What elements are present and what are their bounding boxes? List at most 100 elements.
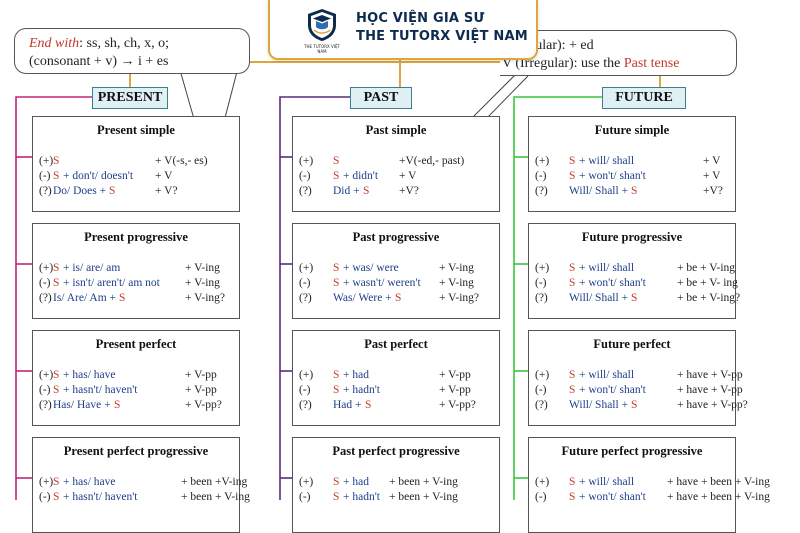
formula-auxiliary: + has/ have (63, 476, 116, 488)
formula-verb: + V (703, 170, 721, 182)
formula-auxiliary: Will/ Shall + (569, 399, 629, 411)
formula-sign: (?) (299, 292, 312, 304)
formula-row: (-)S+ isn't/ aren't/ am not+ V-ing (39, 276, 235, 291)
formula-subject: S (119, 292, 126, 304)
formula-verb: + V-ing? (439, 292, 480, 304)
present-tense-card: Present progressive(+)S+ is/ are/ am+ V-… (32, 223, 240, 319)
formula-verb: + V-pp? (439, 399, 476, 411)
formula-row: (-)S+ hasn't/ haven't+ been + V-ing (39, 490, 250, 505)
formula-auxiliary: Had + (333, 399, 362, 411)
formula-verb: + been + V-ing (389, 491, 458, 503)
formula-row: (+)S+ will/ shall+ V (535, 154, 731, 169)
formula-auxiliary: + was/ were (343, 262, 399, 274)
shield-graduation-icon (308, 9, 336, 41)
formula-verb: + have + V-pp? (677, 399, 748, 411)
formula-subject: S (53, 277, 60, 289)
formula-subject: S (569, 262, 576, 274)
formula-subject: S (631, 292, 638, 304)
formula-row: (?)Has/ Have +S+ V-pp? (39, 398, 235, 413)
formula-verb: + V (703, 155, 721, 167)
formula-subject: S (114, 399, 121, 411)
formula-sign: (+) (299, 369, 314, 381)
formula-sign: (-) (299, 277, 311, 289)
formula-sign: (-) (39, 277, 51, 289)
formula-sign: (-) (39, 384, 51, 396)
formula-row: (+)S+ will/ shall+ have + V-pp (535, 368, 743, 383)
tense-title: Future progressive (581, 230, 683, 244)
formula-row: (-)S+ won't/ shan't+ V (535, 169, 731, 184)
formula-verb: + V-pp (439, 384, 471, 396)
formula-auxiliary: + don't/ doesn't (63, 170, 134, 182)
formula-auxiliary: + won't/ shan't (579, 384, 646, 396)
tense-title: Past perfect progressive (332, 444, 460, 458)
present-tense-card: Present simple(+)S+ V(-s,- es)(-)S+ don'… (32, 116, 240, 212)
formula-row: (?)Was/ Were +S+ V-ing? (299, 291, 495, 306)
spelling-note-bubble: End with: ss, sh, ch, x, o; (consonant +… (14, 28, 250, 74)
formula-sign: (+) (535, 155, 550, 167)
formula-sign: (?) (535, 399, 548, 411)
formula-row: (?)Will/ Shall +S+ have + V-pp? (535, 398, 748, 413)
formula-row: (+)S+ V(-s,- es) (39, 154, 235, 169)
formula-verb: + V-pp (185, 384, 217, 396)
formula-sign: (-) (299, 170, 311, 182)
formula-verb: + have + been + V-ing (667, 476, 770, 488)
formula-sign: (?) (535, 292, 548, 304)
formula-subject: S (569, 369, 576, 381)
note-endings: : ss, sh, ch, x, o; (79, 36, 170, 51)
formula-auxiliary: + won't/ shan't (579, 277, 646, 289)
formula-sign: (?) (299, 399, 312, 411)
formula-verb: + V? (155, 185, 178, 197)
formula-row: (+)S+ was/ were+ V-ing (299, 261, 495, 276)
formula-row: (?)Will/ Shall +S+ be + V-ing? (535, 291, 740, 306)
formula-verb: + been + V-ing (389, 476, 458, 488)
formula-subject: S (569, 155, 576, 167)
formula-sign: (?) (535, 185, 548, 197)
formula-sign: (-) (39, 170, 51, 182)
formula-auxiliary: Will/ Shall + (569, 292, 629, 304)
formula-verb: + V(-s,- es) (155, 155, 208, 167)
formula-verb: + V-ing (185, 262, 220, 274)
formula-auxiliary: + didn't (343, 170, 379, 182)
formula-verb: + been + V-ing (181, 491, 250, 503)
formula-sign: (-) (535, 384, 547, 396)
formula-row: (+)S+ had+ V-pp (299, 368, 495, 383)
formula-subject: S (363, 185, 370, 197)
formula-subject: S (333, 476, 340, 488)
formula-auxiliary: + hadn't (343, 384, 380, 396)
formula-sign: (+) (39, 155, 54, 167)
future-tense-card: Future progressive(+)S+ will/ shall+ be … (528, 223, 740, 319)
formula-row: (+)S+ will/ shall+ have + been + V-ing (535, 475, 770, 490)
formula-subject: S (333, 262, 340, 274)
formula-auxiliary: + hasn't/ haven't (63, 384, 138, 396)
formula-sign: (?) (39, 185, 52, 197)
formula-subject: S (569, 476, 576, 488)
formula-auxiliary: + hasn't/ haven't (63, 491, 138, 503)
present-tense-card: Present perfect progressive(+)S+ has/ ha… (32, 437, 250, 533)
formula-row: (-)S+ don't/ doesn't+ V (39, 169, 235, 184)
formula-auxiliary: Has/ Have + (53, 399, 111, 411)
formula-subject: S (53, 476, 60, 488)
formula-auxiliary: + is/ are/ am (63, 262, 121, 274)
tense-title: Future perfect (593, 337, 671, 351)
header-past: PAST (350, 87, 412, 109)
formula-sign: (-) (535, 277, 547, 289)
formula-sign: (?) (39, 399, 52, 411)
formula-row: (-)S+ hadn't+ been + V-ing (299, 490, 495, 505)
formula-row: (+)S+ has/ have+ V-pp (39, 368, 235, 383)
formula-auxiliary: Is/ Are/ Am + (53, 292, 117, 304)
formula-row: (-)S+ won't/ shan't+ have + V-pp (535, 383, 743, 398)
formula-subject: S (333, 369, 340, 381)
formula-auxiliary: + isn't/ aren't/ am not (63, 277, 160, 289)
formula-auxiliary: Was/ Were + (333, 292, 392, 304)
tense-title: Present perfect progressive (63, 444, 209, 458)
formula-auxiliary: + will/ shall (579, 262, 635, 274)
formula-sign: (+) (535, 369, 550, 381)
formula-verb: + be + V-ing (677, 262, 736, 274)
formula-auxiliary: + hadn't (343, 491, 380, 503)
formula-subject: S (333, 277, 340, 289)
tense-title: Past progressive (352, 230, 440, 244)
tense-title: Future simple (594, 123, 670, 137)
formula-sign: (?) (39, 292, 52, 304)
formula-auxiliary: Will/ Shall + (569, 185, 629, 197)
formula-verb: + be + V- ing (677, 277, 738, 289)
